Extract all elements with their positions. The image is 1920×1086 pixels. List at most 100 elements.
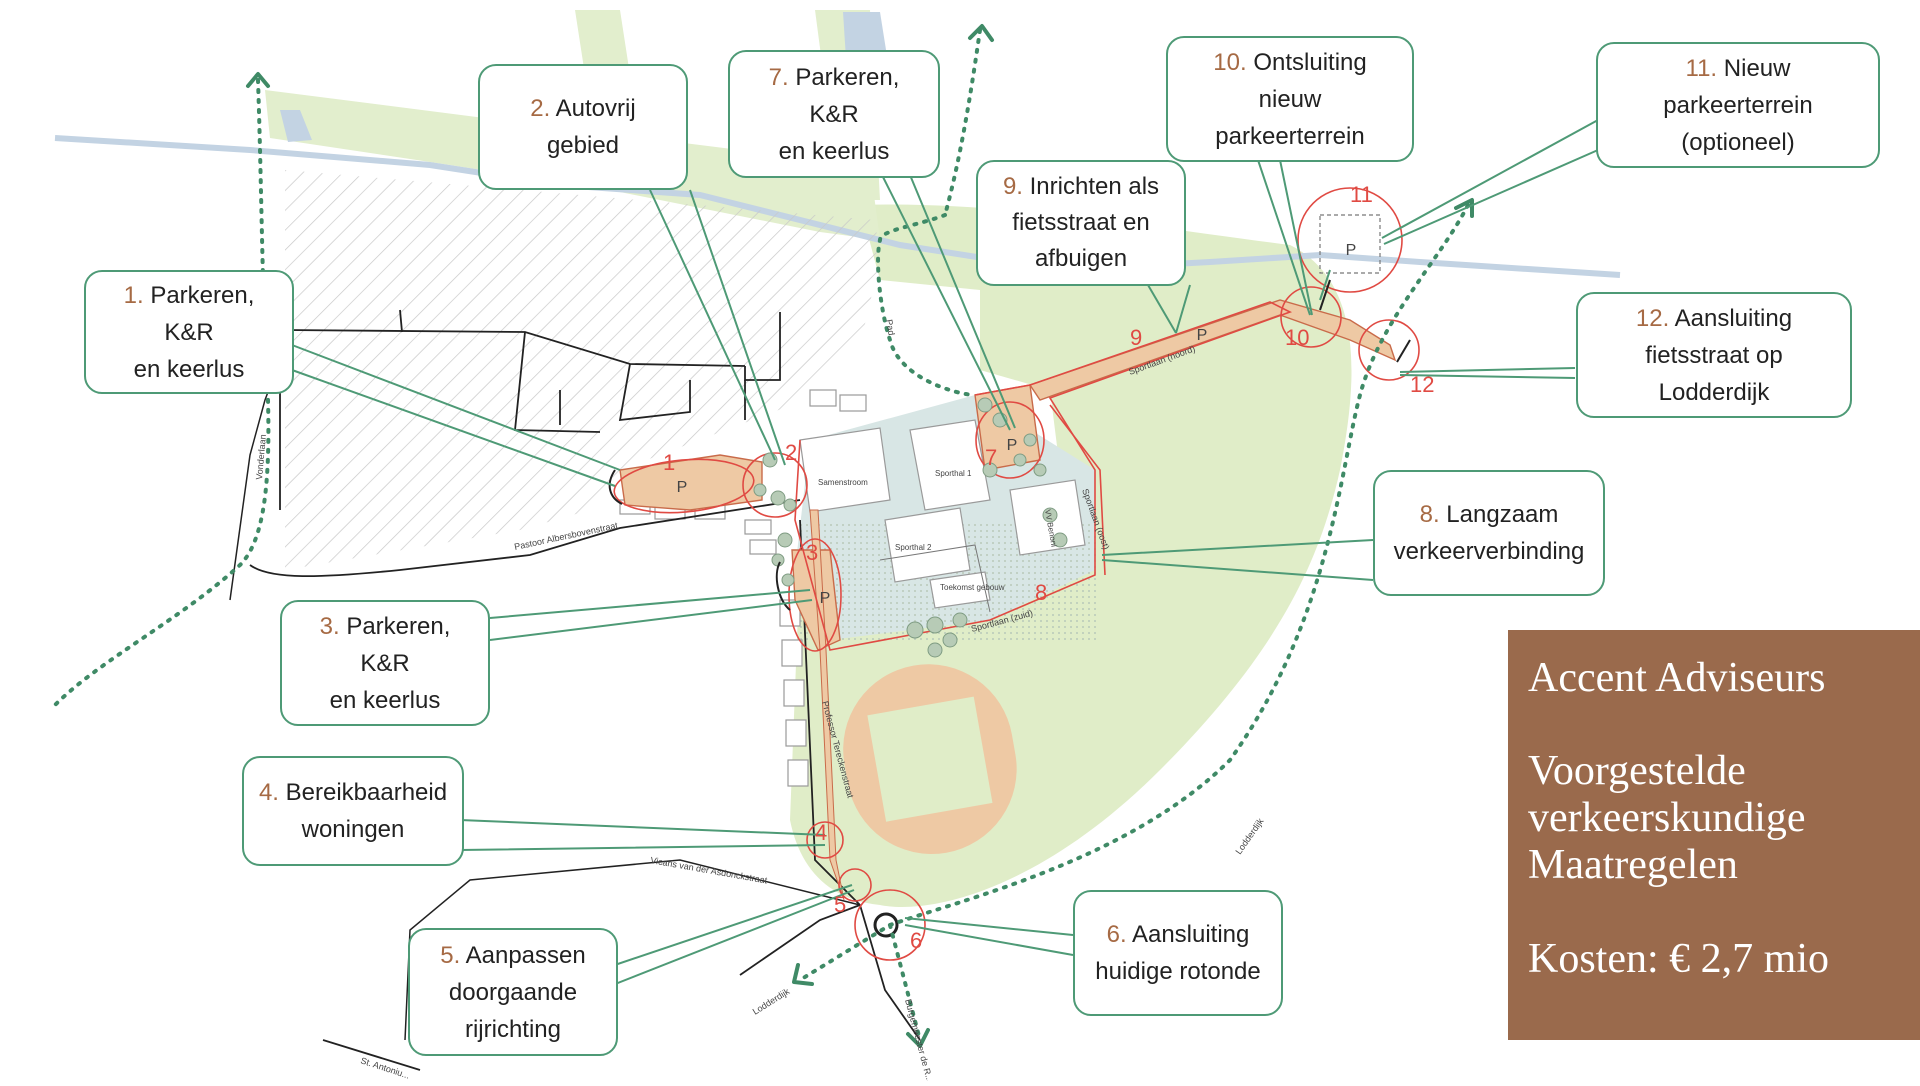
label-burgemeester: Burgemeester de R... bbox=[903, 998, 935, 1081]
running-track bbox=[843, 664, 1017, 854]
callout-12-text2: fietsstraat op Lodderdijk bbox=[1645, 341, 1783, 406]
title-line-3: Maatregelen bbox=[1528, 842, 1738, 888]
label-sporthal1: Sporthal 1 bbox=[935, 469, 972, 478]
marker-5: 5 bbox=[834, 892, 846, 917]
callout-7-text: Parkeren, K&R bbox=[795, 63, 900, 128]
callout-1-text: Parkeren, K&R bbox=[150, 281, 255, 346]
callout-7-num: 7. bbox=[768, 63, 789, 91]
callout-1: 1. Parkeren, K&R en keerlus bbox=[84, 270, 294, 394]
callout-5-num: 5. bbox=[440, 941, 461, 969]
callout-6-text2: huidige rotonde bbox=[1095, 958, 1261, 985]
callout-10: 10. Ontsluiting nieuw parkeerterrein bbox=[1166, 36, 1414, 162]
marker-11: 11 bbox=[1350, 182, 1373, 207]
parking-lot-11 bbox=[1319, 214, 1381, 274]
callout-5-text: Aanpassen bbox=[465, 941, 586, 969]
river bbox=[54, 135, 1621, 278]
direction-arrows bbox=[608, 279, 1411, 611]
label-sporthal2: Sporthal 2 bbox=[895, 543, 932, 552]
marker-6: 6 bbox=[910, 928, 922, 953]
callout-9: 9. Inrichten als fietsstraat en afbuigen bbox=[976, 160, 1186, 286]
callout-9-text2: fietsstraat en bbox=[1012, 209, 1150, 236]
green-dotted-routes bbox=[53, 28, 1470, 1042]
marker-4: 4 bbox=[815, 820, 827, 845]
marker-12: 12 bbox=[1410, 372, 1434, 397]
callout-1-text2: en keerlus bbox=[133, 355, 245, 383]
title-line-1: Voorgestelde bbox=[1528, 748, 1746, 794]
callout-4-text: Bereikbaarheid bbox=[285, 779, 448, 806]
callout-4-text2: woningen bbox=[301, 816, 405, 843]
callout-2-num: 2. bbox=[530, 95, 551, 122]
marker-10: 10 bbox=[1285, 325, 1309, 350]
callout-9-num: 9. bbox=[1002, 173, 1023, 200]
label-lodderdijk-e: Lodderdijk bbox=[1233, 816, 1265, 856]
label-samenstroom: Samenstroom bbox=[818, 478, 868, 487]
p-symbol-3: P bbox=[820, 590, 831, 607]
brand-name: Accent Adviseurs bbox=[1528, 655, 1826, 701]
callout-10-text2: parkeerterrein bbox=[1215, 122, 1365, 150]
callout-6: 6. Aansluiting huidige rotonde bbox=[1073, 890, 1283, 1016]
marker-1: 1 bbox=[663, 450, 675, 475]
title-text: Voorgestelde verkeerskundige Maatregelen bbox=[1528, 748, 1900, 889]
callout-7: 7. Parkeren, K&R en keerlus bbox=[728, 50, 940, 178]
callout-11: 11. Nieuw parkeerterrein (optioneel) bbox=[1596, 42, 1880, 168]
marker-8: 8 bbox=[1035, 580, 1047, 605]
callout-3-text2: en keerlus bbox=[329, 686, 441, 714]
route-arrowheads bbox=[246, 24, 1474, 1048]
callout-11-text: Nieuw parkeerterrein bbox=[1663, 54, 1813, 119]
callout-4-num: 4. bbox=[258, 779, 279, 806]
costs-text: Kosten: € 2,7 mio bbox=[1528, 936, 1829, 982]
roundabout bbox=[873, 912, 899, 938]
p-symbol-7: P bbox=[1007, 437, 1018, 454]
title-block: Accent Adviseurs Voorgestelde verkeersku… bbox=[1508, 630, 1920, 1040]
callout-3: 3. Parkeren, K&R en keerlus bbox=[280, 600, 490, 726]
callout-8-num: 8. bbox=[1419, 501, 1440, 528]
label-toekomst: Toekomst gebouw bbox=[940, 583, 1005, 592]
label-pad: Pad bbox=[884, 319, 897, 337]
pond-west bbox=[280, 110, 312, 142]
callout-8-text2: verkeerverbinding bbox=[1393, 538, 1585, 565]
callout-3-text: Parkeren, K&R bbox=[346, 612, 451, 677]
label-lodderdijk-w: Lodderdijk bbox=[751, 986, 792, 1017]
callout-5: 5. Aanpassen doorgaande rijrichting bbox=[408, 928, 618, 1056]
callout-3-num: 3. bbox=[319, 612, 340, 640]
callout-6-text: Aansluiting bbox=[1131, 921, 1250, 948]
label-vonderlaan: Vonderlaan bbox=[254, 434, 268, 480]
callout-connectors bbox=[291, 119, 1599, 991]
callout-8-text: Langzaam bbox=[1446, 501, 1559, 528]
callout-10-num: 10. bbox=[1213, 48, 1247, 76]
callout-6-num: 6. bbox=[1106, 921, 1127, 948]
callout-12-text: Aansluiting bbox=[1674, 304, 1793, 332]
callout-2-text: Autovrij bbox=[555, 95, 636, 122]
marker-7: 7 bbox=[985, 445, 997, 470]
callout-2-text2: gebied bbox=[546, 132, 620, 159]
p-symbol-1: P bbox=[677, 479, 688, 496]
marker-2: 2 bbox=[785, 440, 797, 465]
callout-1-num: 1. bbox=[123, 281, 144, 309]
callout-5-text3: rijrichting bbox=[464, 1015, 561, 1043]
marker-3: 3 bbox=[806, 540, 818, 565]
callout-5-text2: doorgaande bbox=[448, 978, 578, 1006]
trees bbox=[753, 397, 1068, 658]
p-symbol-11: P bbox=[1346, 242, 1357, 259]
callout-8: 8. Langzaam verkeerverbinding bbox=[1373, 470, 1605, 596]
callout-12-num: 12. bbox=[1635, 304, 1670, 332]
parking-symbols: P P P P P bbox=[677, 242, 1357, 607]
callout-4: 4. Bereikbaarheid woningen bbox=[242, 756, 464, 866]
callout-11-text2: (optioneel) bbox=[1681, 128, 1795, 156]
callout-9-text: Inrichten als bbox=[1029, 173, 1160, 200]
hatched-area bbox=[285, 170, 880, 570]
p-symbol-9: P bbox=[1197, 327, 1208, 344]
callout-9-text3: afbuigen bbox=[1034, 245, 1128, 272]
label-vicaris: Vicaris van der Asdonckstraat bbox=[650, 855, 769, 885]
callout-10-text: Ontsluiting nieuw bbox=[1253, 48, 1367, 113]
red-outlines bbox=[613, 187, 1420, 961]
callout-11-num: 11. bbox=[1685, 54, 1718, 82]
callout-12: 12. Aansluiting fietsstraat op Lodderdijk bbox=[1576, 292, 1852, 418]
callout-7-text2: en keerlus bbox=[778, 137, 890, 165]
marker-9: 9 bbox=[1130, 325, 1142, 350]
title-line-2: verkeerskundige bbox=[1528, 795, 1806, 841]
marker-numbers: 1 2 3 4 5 6 7 8 9 10 11 12 bbox=[663, 182, 1434, 953]
callout-2: 2. Autovrij gebied bbox=[478, 64, 688, 190]
